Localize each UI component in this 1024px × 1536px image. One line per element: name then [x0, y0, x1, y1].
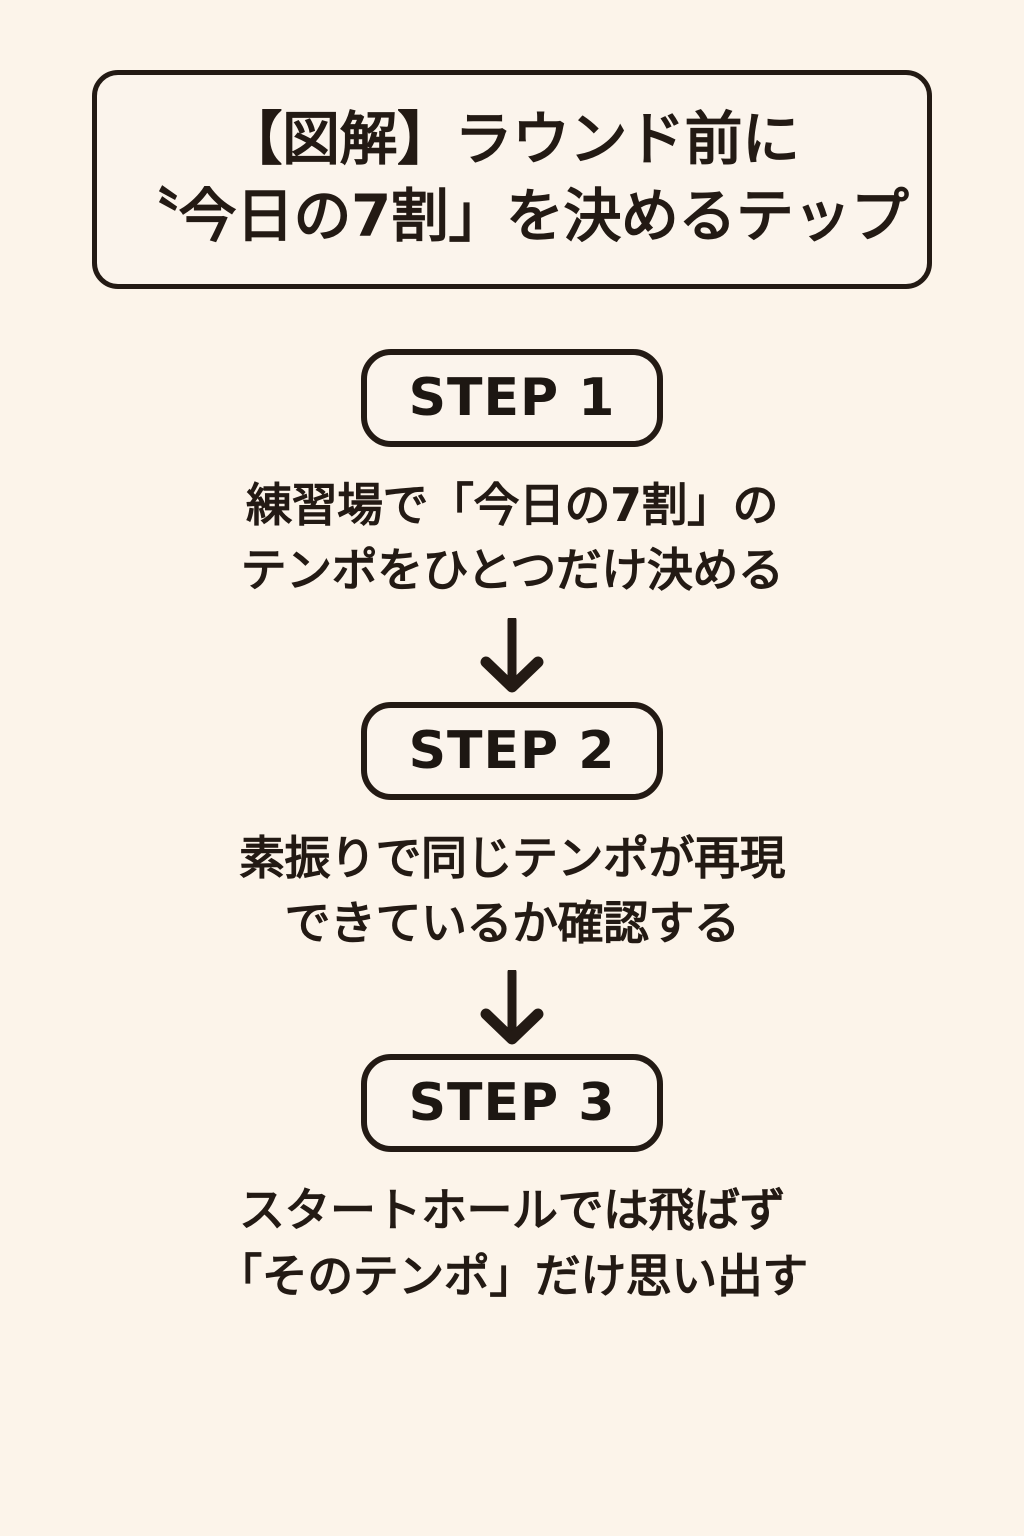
- step-caption-3: スタートホールでは飛ばず 「そのテンポ」だけ思い出す: [216, 1178, 808, 1309]
- title-banner: 【図解】ラウンド前に 〝今日の7割」を決めるテップ: [92, 70, 932, 290]
- step-block-1: STEP 1 練習場で「今日の7割」の テンポをひとつだけ決める: [241, 349, 784, 604]
- step-caption-2-line-1: 素振りで同じテンポが再現: [239, 830, 786, 885]
- step-badge-label-2: STEP 2: [408, 720, 616, 781]
- step-badge-3: STEP 3: [361, 1054, 663, 1153]
- arrow-step2-to-step3: [475, 970, 549, 1048]
- step-caption-1-line-1: 練習場で「今日の7割」の: [245, 478, 779, 533]
- step-block-3: STEP 3 スタートホールでは飛ばず 「そのテンポ」だけ思い出す: [216, 1054, 808, 1309]
- title-line-1: 【図解】ラウンド前に: [224, 105, 800, 173]
- step-badge-label-1: STEP 1: [408, 368, 616, 429]
- step-block-2: STEP 2 素振りで同じテンポが再現 できているか確認する: [239, 701, 786, 957]
- step-caption-1-line-2: テンポをひとつだけ決める: [240, 543, 784, 598]
- down-arrow-icon: [480, 970, 544, 1045]
- step-badge-label-3: STEP 3: [408, 1073, 616, 1134]
- step-caption-2: 素振りで同じテンポが再現 できているか確認する: [239, 826, 786, 957]
- step-badge-2: STEP 2: [361, 701, 663, 800]
- step-caption-1: 練習場で「今日の7割」の テンポをひとつだけ決める: [241, 473, 784, 604]
- title-line-2: 〝今日の7割」を決めるテップ: [121, 181, 909, 250]
- step-badge-1: STEP 1: [361, 349, 663, 448]
- arrow-step1-to-step2: [475, 617, 549, 696]
- down-arrow-icon: [480, 617, 544, 693]
- step-caption-3-line-2: 「そのテンポ」だけ思い出す: [216, 1248, 808, 1303]
- step-caption-3-line-1: スタートホールでは飛ばず: [239, 1183, 785, 1238]
- step-caption-2-line-2: できているか確認する: [284, 896, 741, 951]
